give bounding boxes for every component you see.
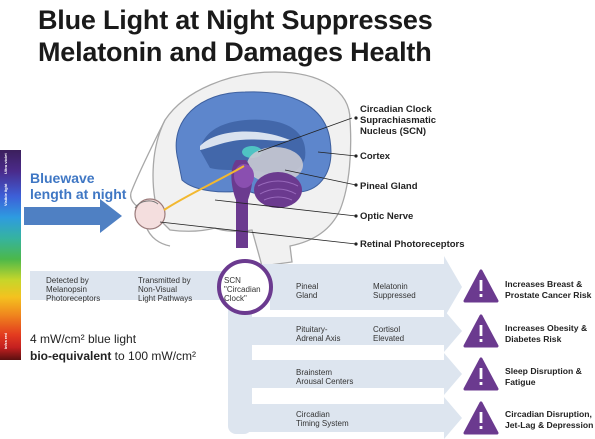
- label-pineal-gland: Pineal Gland: [360, 181, 418, 192]
- flow-row-3-a-line-2: Arousal Centers: [296, 377, 354, 386]
- warning-icon-1: [463, 269, 499, 303]
- flow-row-4-a-line-2: Timing System: [296, 419, 349, 428]
- flow-scn-line-2: "Circadian: [224, 285, 261, 294]
- note-rest: to 100 mW/cm²: [111, 349, 197, 363]
- flow-row-2-a-line-1: Pituitary-: [296, 325, 328, 334]
- outcome-3: Sleep Disruption & Fatigue: [505, 366, 582, 387]
- optic-nerve: [163, 165, 245, 211]
- flow-row-1-b-line-1: Melatonin: [373, 282, 408, 291]
- flow-transmitted: Transmitted by Non-Visual Light Pathways: [138, 276, 192, 303]
- flow-row-3-a: Brainstem Arousal Centers: [296, 368, 353, 386]
- outcome-4-line-2: Jet-Lag & Depression: [505, 419, 594, 430]
- outcome-4-line-1: Circadian Disruption,: [505, 409, 592, 419]
- flow-arrow-4: [248, 397, 462, 439]
- flow-transmitted-line-2: Non-Visual: [138, 285, 177, 294]
- outcome-3-line-2: Fatigue: [505, 376, 536, 387]
- flow-row-4-a-line-1: Circadian: [296, 410, 330, 419]
- flow-row-3-a-line-1: Brainstem: [296, 368, 333, 377]
- flow-row-2-a: Pituitary- Adrenal Axis: [296, 325, 340, 343]
- label-cortex: Cortex: [360, 151, 391, 162]
- outcome-2: Increases Obesity & Diabetes Risk: [505, 323, 587, 344]
- diagram-title: Blue Light at Night Suppresses Melatonin…: [38, 4, 578, 68]
- pineal-region: [247, 147, 303, 183]
- outcome-4: Circadian Disruption, Jet-Lag & Depressi…: [505, 409, 593, 430]
- flow-row-2-a-line-2: Adrenal Axis: [296, 334, 341, 343]
- bluewave-line-2: length at night: [30, 186, 127, 202]
- warning-icon-3: [463, 357, 499, 391]
- outcome-1-line-1: Increases Breast &: [505, 279, 583, 289]
- eye: [134, 198, 166, 230]
- flow-row-1-a: Pineal Gland: [296, 282, 318, 300]
- label-scn: Circadian Clock Suprachiasmatic Nucleus …: [360, 104, 436, 137]
- bluewave-arrow: [24, 199, 122, 233]
- label-scn-line-1: Circadian Clock: [360, 104, 432, 115]
- flow-scn-label: SCN "Circadian Clock": [224, 276, 268, 303]
- outcome-3-line-1: Sleep Disruption &: [505, 366, 582, 376]
- flow-row-1-a-line-1: Pineal: [296, 282, 319, 291]
- flow-row-1-b: Melatonin Suppressed: [373, 282, 416, 300]
- outcome-2-line-2: Diabetes Risk: [505, 333, 562, 344]
- title-line-1: Blue Light at Night Suppresses: [38, 5, 433, 35]
- flow-row-2-b-line-2: Elevated: [373, 334, 405, 343]
- corpus-callosum: [200, 131, 290, 150]
- cerebellum: [254, 172, 302, 208]
- warning-icon-2: [463, 314, 499, 348]
- bio-equivalent-note: 4 mW/cm² blue light bio-equivalent to 10…: [30, 331, 196, 365]
- flow-row-1-a-line-2: Gland: [296, 291, 318, 300]
- bluewave-line-1: Bluewave: [30, 170, 95, 186]
- flow-scn-line-1: SCN: [224, 276, 241, 285]
- flow-row-1-b-line-2: Suppressed: [373, 291, 416, 300]
- label-scn-line-3: Nucleus (SCN): [360, 126, 426, 137]
- flow-row-4-a: Circadian Timing System: [296, 410, 349, 428]
- pons: [234, 164, 254, 188]
- flow-arrow-2: [248, 310, 462, 352]
- label-retinal-photoreceptors: Retinal Photoreceptors: [360, 239, 465, 250]
- outcome-2-line-1: Increases Obesity &: [505, 323, 588, 333]
- flow-scn-line-3: Clock": [224, 294, 247, 303]
- label-scn-line-2: Suprachiasmatic: [360, 115, 437, 126]
- flow-transmitted-line-3: Light Pathways: [138, 294, 193, 303]
- flow-transmitted-line-1: Transmitted by: [138, 276, 191, 285]
- note-line-1: 4 mW/cm² blue light: [30, 332, 137, 346]
- warning-icon-4: [463, 401, 499, 435]
- outcome-1-line-2: Prostate Cancer Risk: [505, 289, 592, 300]
- light-spectrum-bar: [0, 150, 21, 360]
- flow-row-2-b: Cortisol Elevated: [373, 325, 404, 343]
- flow-detected: Detected by Melanopsin Photoreceptors: [46, 276, 100, 303]
- title-line-2: Melatonin and Damages Health: [38, 37, 432, 67]
- flow-row-2-b-line-1: Cortisol: [373, 325, 401, 334]
- note-line-2: bio-equivalent to 100 mW/cm²: [30, 348, 196, 365]
- flow-detected-line-3: Photoreceptors: [46, 294, 101, 303]
- flow-detected-line-2: Melanopsin: [46, 285, 87, 294]
- flow-trunk: [228, 300, 252, 434]
- flow-detected-line-1: Detected by: [46, 276, 89, 285]
- outcome-1: Increases Breast & Prostate Cancer Risk: [505, 279, 591, 300]
- note-bold: bio-equivalent: [30, 349, 112, 363]
- label-optic-nerve: Optic Nerve: [360, 211, 414, 222]
- scn-circle: [217, 259, 273, 315]
- flow-arrow-3: [248, 353, 462, 395]
- bluewave-label: Bluewave length at night: [30, 170, 126, 202]
